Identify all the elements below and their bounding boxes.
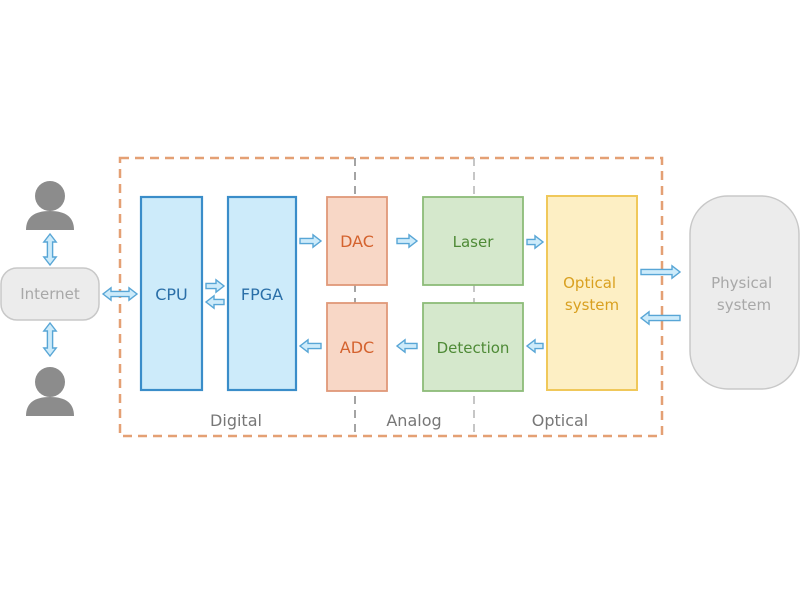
arrow-optical-to-detection	[525, 338, 544, 354]
cpu-label: CPU	[155, 285, 188, 304]
region-label-digital: Digital	[210, 411, 262, 430]
arrow-cpu-to-fpga	[205, 278, 226, 294]
detection-block	[422, 302, 524, 392]
arrow-physical-to-optical	[639, 310, 681, 326]
internet-node	[0, 267, 100, 321]
arrow-dac-to-laser	[396, 233, 419, 249]
laser-label: Laser	[453, 233, 495, 251]
cpu-block	[139, 195, 204, 392]
optical-system-label-line2: system	[565, 296, 619, 314]
internet-label: Internet	[20, 285, 80, 303]
fpga-label: FPGA	[241, 285, 283, 304]
arrow-fpga-to-cpu	[204, 294, 225, 310]
user-icon-bottom	[26, 367, 74, 416]
arrow-internet-user-bottom	[42, 321, 58, 358]
arrow-internet-cpu	[101, 286, 139, 302]
dac-label: DAC	[340, 232, 374, 251]
region-label-analog: Analog	[386, 411, 441, 430]
detection-label: Detection	[437, 339, 510, 357]
physical-system-label-line2: system	[717, 296, 771, 314]
arrow-user-top-internet	[42, 232, 58, 267]
physical-system-label-line1: Physical	[711, 274, 772, 292]
adc-block	[326, 302, 388, 392]
dac-block	[326, 196, 388, 286]
region-label-optical: Optical	[532, 411, 589, 430]
optical-system-label: Optical system	[563, 274, 621, 314]
arrows	[42, 232, 682, 358]
arrow-detection-to-adc	[395, 338, 418, 354]
arrow-laser-to-optical	[526, 234, 545, 250]
physical-system-node	[689, 195, 800, 390]
laser-block	[422, 196, 524, 286]
arrow-fpga-to-dac	[299, 233, 323, 249]
physical-system-label: Physical system	[711, 274, 777, 314]
optical-system-label-line1: Optical	[563, 274, 616, 292]
arrow-adc-to-fpga	[298, 338, 322, 354]
adc-label: ADC	[340, 338, 374, 357]
optical-system-block	[546, 195, 638, 391]
fpga-block	[226, 195, 298, 392]
arrow-optical-to-physical	[640, 264, 682, 280]
user-icon-top	[26, 181, 74, 230]
